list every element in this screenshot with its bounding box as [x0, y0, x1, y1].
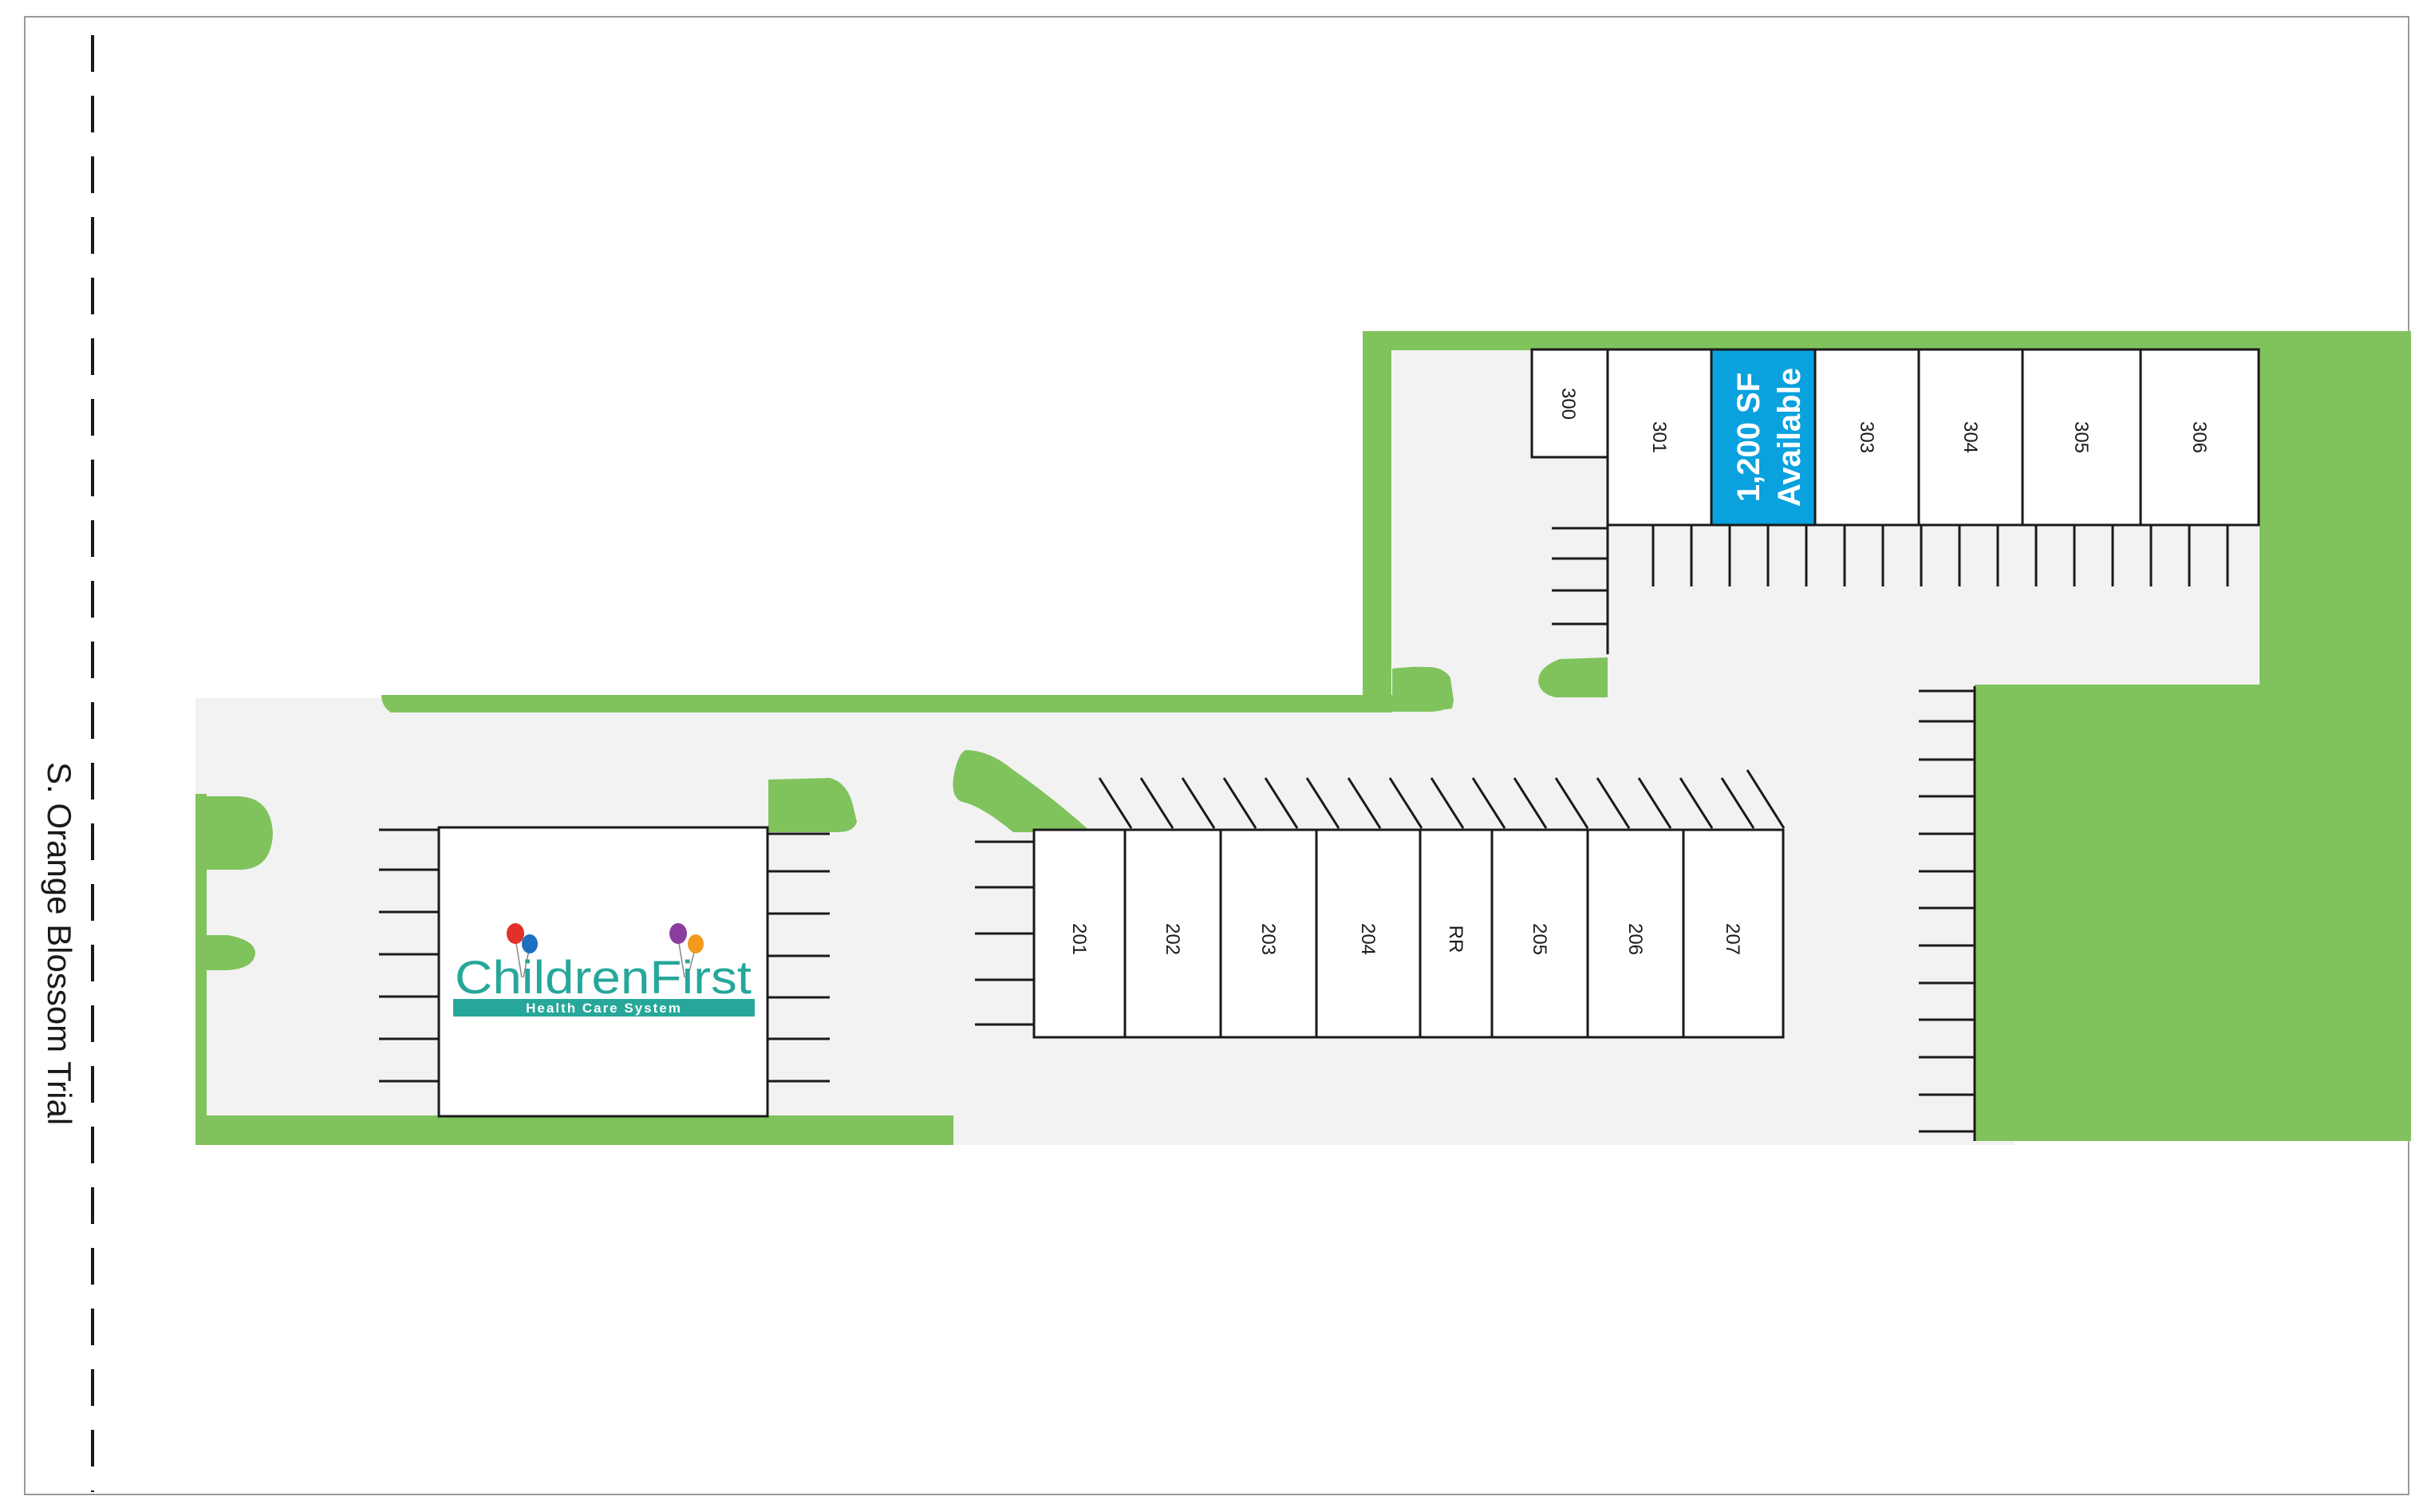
childrenfirst-building: ChildrenFirst Health Care System	[379, 826, 830, 1118]
unit-207[interactable]	[1682, 828, 1785, 1039]
unit-204[interactable]	[1315, 828, 1422, 1039]
unit-302-label-line1: 1,200 SF	[1731, 373, 1766, 502]
building-200: 201 202 203 204 RR 205 206 207	[1032, 828, 1785, 1039]
balloon-icon-right	[669, 923, 704, 978]
unit-305-label: 305	[2070, 421, 2092, 453]
unit-203-label: 203	[1257, 923, 1279, 955]
unit-302-label-line2: Available	[1772, 368, 1807, 507]
unit-rr-label: RR	[1445, 926, 1466, 953]
logo-name: ChildrenFirst	[455, 952, 752, 1004]
unit-300-label: 300	[1557, 388, 1579, 420]
unit-207-label: 207	[1722, 923, 1743, 955]
unit-rr[interactable]	[1419, 828, 1494, 1039]
unit-201-label: 201	[1068, 923, 1090, 955]
unit-303[interactable]	[1813, 348, 1920, 527]
unit-206-label: 206	[1624, 923, 1646, 955]
unit-300[interactable]	[1530, 348, 1609, 459]
unit-205[interactable]	[1490, 828, 1589, 1039]
unit-205-label: 205	[1529, 923, 1550, 955]
unit-301[interactable]	[1606, 348, 1713, 527]
landscape	[195, 331, 2411, 1145]
logo-tagline-bar	[453, 999, 755, 1017]
unit-305[interactable]	[2021, 348, 2142, 527]
parking-childrenfirst	[379, 828, 830, 1083]
childrenfirst-logo: ChildrenFirst Health Care System	[447, 914, 762, 1021]
building-300: 300 301 1,200 SF Available 303 304 305 3…	[1530, 348, 2260, 527]
unit-306[interactable]	[2139, 348, 2260, 527]
unit-202[interactable]	[1123, 828, 1222, 1039]
unit-203[interactable]	[1219, 828, 1318, 1039]
parking-200	[975, 769, 1786, 1026]
parking-east	[1919, 686, 1976, 1141]
unit-306-label: 306	[2188, 421, 2210, 453]
unit-301-label: 301	[1648, 421, 1670, 453]
balloon-icon-left	[507, 923, 538, 978]
unit-204-label: 204	[1357, 923, 1379, 955]
logo-tagline: Health Care System	[526, 1001, 682, 1016]
unit-202-label: 202	[1162, 923, 1183, 955]
unit-206[interactable]	[1586, 828, 1685, 1039]
unit-201[interactable]	[1032, 828, 1127, 1039]
parking-300	[1552, 525, 2229, 654]
unit-304-label: 304	[1959, 421, 1981, 453]
unit-303-label: 303	[1856, 421, 1877, 453]
unit-304[interactable]	[1917, 348, 2024, 527]
road-label: S. Orange Blossom Trial	[41, 762, 78, 1125]
